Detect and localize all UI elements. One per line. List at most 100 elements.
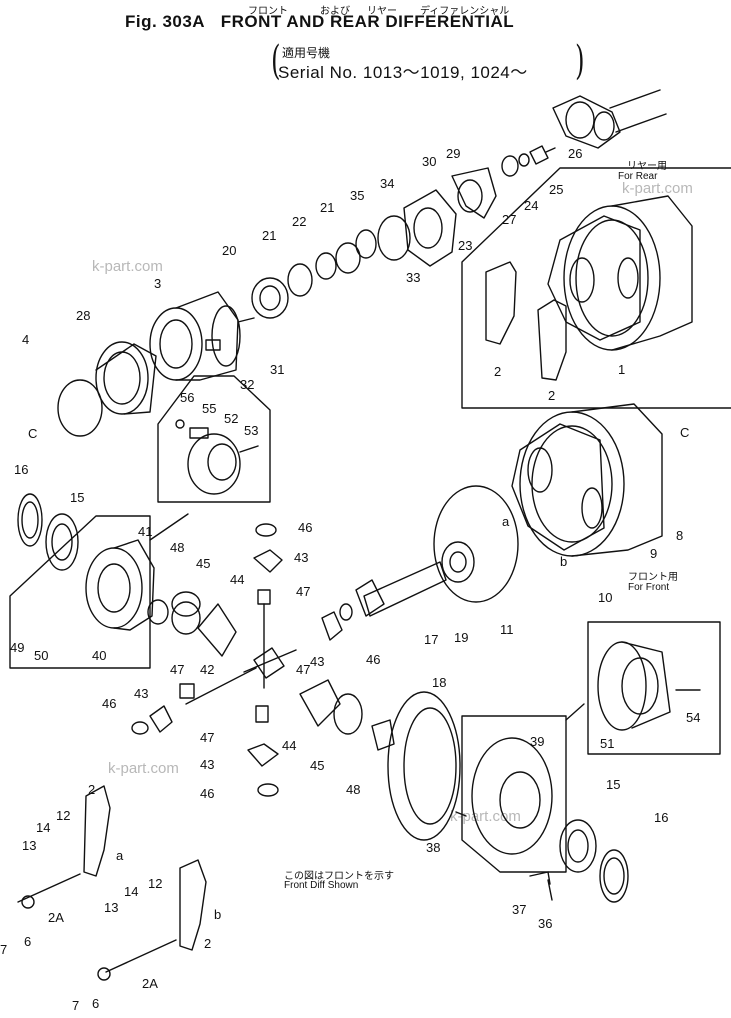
callout-15: 15 [606,777,621,792]
callout-46: 46 [298,520,313,535]
figure-number: Fig. 303A [125,12,206,31]
callout-31: 31 [270,362,285,377]
callout-16: 16 [14,462,29,477]
ring-gear [387,691,467,841]
callout-43: 43 [200,757,215,772]
callout-33: 33 [406,270,421,285]
callout-47: 47 [200,730,215,745]
bearing-cap-lower-a [17,785,111,909]
callout-13: 13 [22,838,37,853]
header-jp-and: および [320,6,350,17]
note-front-en: For Front [628,582,670,593]
header-jp-front: フロント [248,6,288,17]
callout-46: 46 [366,652,381,667]
callout-28: 28 [76,308,91,323]
callout-42: 42 [200,662,215,677]
callout-54: 54 [686,710,701,725]
figure-name: FRONT AND REAR DIFFERENTIAL [220,12,515,31]
callout-a: a [502,514,510,529]
tapered-bearing-left [17,493,79,571]
callout-43: 43 [134,686,149,701]
watermark: k-part.com [108,760,179,777]
paren-open: ( [271,38,281,84]
callout-47: 47 [296,662,311,677]
callout-29: 29 [446,146,461,161]
rear-axle-housing [547,195,693,351]
callout-12: 12 [56,808,71,823]
callout-2: 2 [548,388,556,403]
callout-30: 30 [422,154,437,169]
callout-38: 38 [426,840,441,855]
box-diff-case-right [461,715,567,873]
front-axle-housing [511,403,663,557]
figure-title: Fig. 303A FRONT AND REAR DIFFERENTIAL [125,12,514,32]
drive-pinion [355,541,475,617]
callout-43: 43 [294,550,309,565]
callout-46: 46 [200,786,215,801]
callout-48: 48 [346,782,361,797]
callout-18: 18 [432,675,447,690]
callout-55: 55 [202,401,217,416]
callout-22: 22 [292,214,307,229]
callout-48: 48 [170,540,185,555]
callout-21: 21 [262,228,277,243]
callout-35: 35 [350,188,365,203]
front-hub-assembly [597,641,701,731]
callout-10: 10 [598,590,613,605]
tapered-bearing-right [559,819,629,903]
callout-45: 45 [310,758,325,773]
callout-47: 47 [170,662,185,677]
note-rear-jp: リヤー用 [627,161,667,172]
callout-34: 34 [380,176,395,191]
differential-carrier [149,291,255,381]
callout-44: 44 [282,738,297,753]
callout-7: 7 [72,998,80,1013]
callout-15: 15 [70,490,85,505]
callout-50: 50 [34,648,49,663]
callout-37: 37 [512,902,527,917]
callout-47: 47 [296,584,311,599]
box-front-hub [587,621,721,755]
callout-20: 20 [222,243,237,258]
callout-53: 53 [244,423,259,438]
callout-45: 45 [196,556,211,571]
callout-23: 23 [458,238,473,253]
callout-21: 21 [320,200,335,215]
callout-26: 26 [568,146,583,161]
applicability-label: 適用号機 [282,46,331,60]
watermark: k-part.com [450,808,521,825]
callout-56: 56 [180,390,195,405]
callout-6: 6 [24,934,32,949]
watermark: k-part.com [622,180,693,197]
differential-case-right [471,703,585,901]
note-front-jp: フロント用 [628,572,678,583]
callout-b: b [560,554,568,569]
note-shown-jp: この図はフロントを示す [284,871,394,882]
header-jp-rear: リヤー [367,6,397,17]
callout-44: 44 [230,572,245,587]
callout-24: 24 [524,198,539,213]
callout-32: 32 [240,377,255,392]
note-rear-en: For Rear [618,171,658,182]
callout-41: 41 [138,524,153,539]
callout-11: 11 [500,622,514,637]
spider-gear-set [131,523,395,797]
bearing-retainer-ring [57,341,157,437]
box-rear-housing [461,167,731,409]
bearing-cage-top [251,189,457,319]
callout-8: 8 [676,528,684,543]
callout-9: 9 [650,546,658,561]
callout-b: b [214,907,222,922]
callout-46: 46 [102,696,117,711]
callout-17: 17 [424,632,439,647]
box-diff-case [9,515,151,669]
callout-2a: 2A [48,910,64,925]
callout-19: 19 [454,630,469,645]
bearing-caps-rear [485,261,567,381]
pinion-bearing-cage [175,419,259,495]
box-bearing-cage [157,375,271,503]
callout-52: 52 [224,411,239,426]
callout-14: 14 [36,820,51,835]
callout-2: 2 [494,364,502,379]
